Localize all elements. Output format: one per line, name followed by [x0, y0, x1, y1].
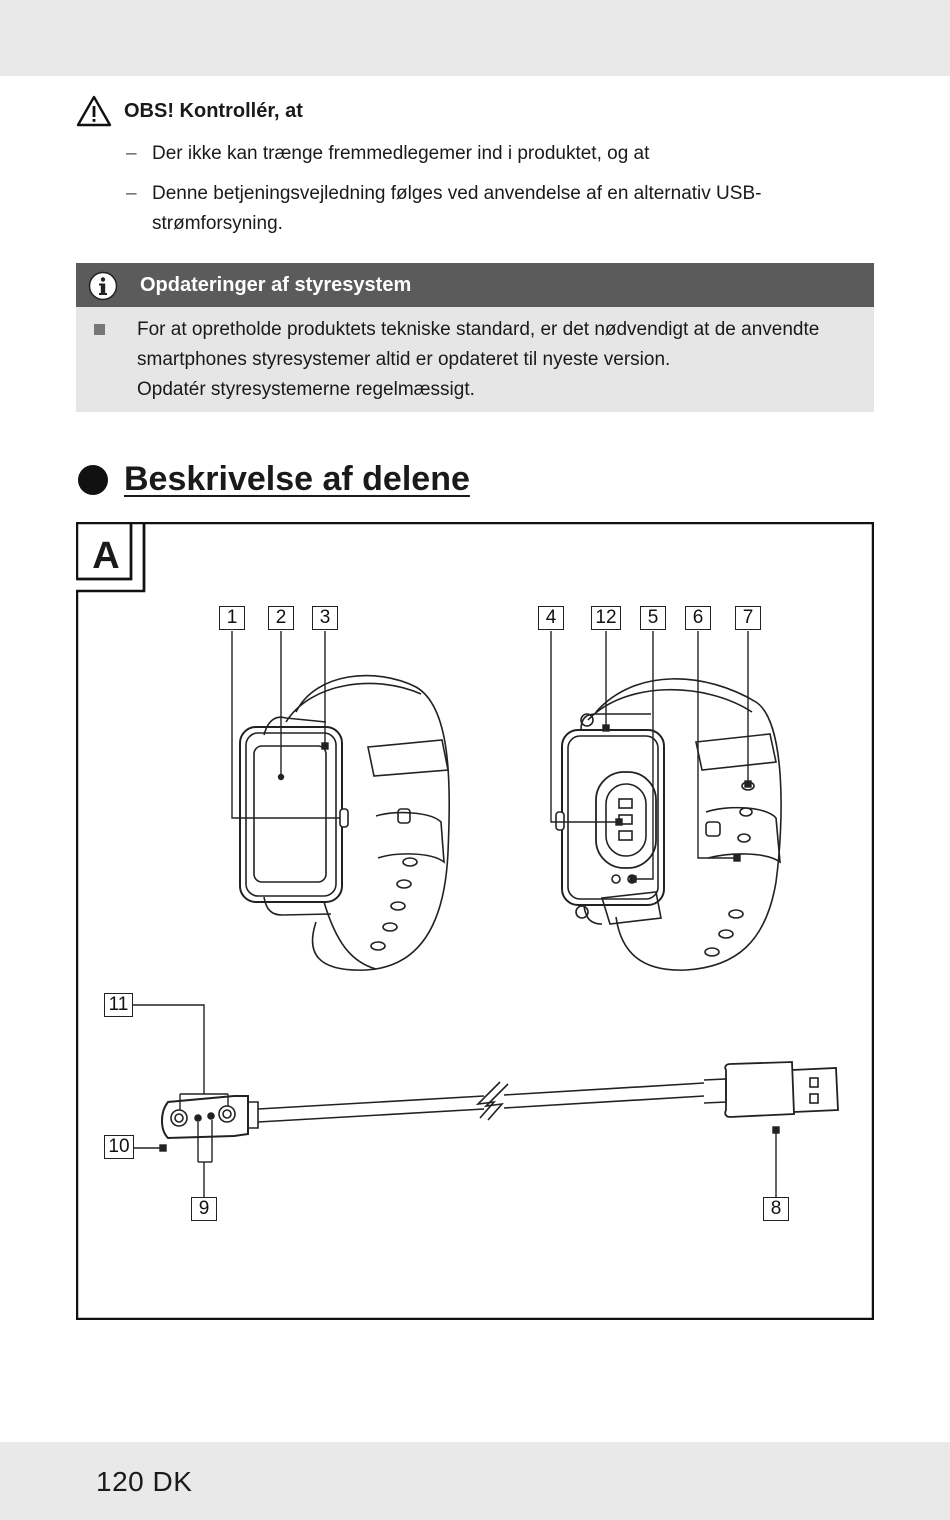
page-number: 120 DK	[96, 1466, 193, 1497]
info-body: For at opretholde produktets tekniske st…	[137, 315, 867, 405]
callout-1: 1	[219, 606, 245, 630]
info-text: Opdatér styresystemerne regelmæssigt.	[137, 379, 475, 400]
info-text: For at opretholde produktets tekniske st…	[137, 319, 820, 370]
info-icon	[88, 271, 118, 301]
section-title: Beskrivelse af delene	[124, 460, 470, 498]
callout-7: 7	[735, 606, 761, 630]
info-title: Opdateringer af styresystem	[140, 274, 412, 296]
callout-leaders	[132, 631, 780, 1198]
callout-4: 4	[538, 606, 564, 630]
callout-9: 9	[191, 1197, 217, 1221]
parts-figure: A 1 2 3 4 12 5 6 7 11 10 9 8	[76, 522, 874, 1320]
info-box: Opdateringer af styresystem For at opret…	[76, 263, 874, 412]
warning-title: OBS! Kontrollér, at	[124, 100, 303, 122]
bullet-dash: –	[126, 183, 137, 204]
warning-item: – Denne betjeningsvejledning følges ved …	[126, 179, 852, 239]
warning-icon	[76, 95, 112, 127]
top-margin-band	[0, 0, 950, 76]
callout-6: 6	[685, 606, 711, 630]
callout-3: 3	[312, 606, 338, 630]
figure-frame	[76, 522, 874, 1320]
figure-label: A	[92, 535, 120, 577]
watch-front-drawing	[239, 674, 451, 971]
warning-item-text: Der ikke kan trænge fremmedlegemer ind i…	[152, 143, 650, 164]
callout-12: 12	[591, 606, 621, 630]
callout-8: 8	[763, 1197, 789, 1221]
bullet-dash: –	[126, 143, 137, 164]
bottom-margin-band	[0, 1442, 950, 1520]
callout-5: 5	[640, 606, 666, 630]
square-bullet-icon	[94, 324, 105, 335]
callout-2: 2	[268, 606, 294, 630]
warning-item: – Der ikke kan trænge fremmedlegemer ind…	[126, 139, 650, 169]
callout-10: 10	[104, 1135, 134, 1159]
info-header: Opdateringer af styresystem	[76, 263, 874, 307]
section-bullet-icon	[78, 465, 108, 495]
warning-item-text: Denne betjeningsvejledning følges ved an…	[152, 183, 762, 234]
watch-back-drawing	[555, 678, 782, 971]
callout-11: 11	[104, 993, 133, 1017]
parts-drawing	[76, 522, 874, 1320]
charging-cable-drawing	[161, 1061, 839, 1140]
